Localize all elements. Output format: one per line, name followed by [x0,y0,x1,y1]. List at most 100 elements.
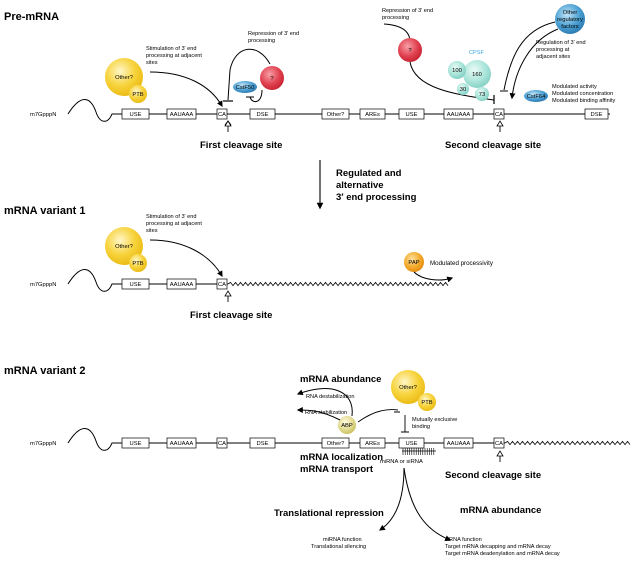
v1-stimulation-arrow [149,239,223,278]
v2-aauaaa-box-1 [166,437,197,449]
v1-pap-label: PAP [408,260,419,266]
pre-unknown-factor-2-label: ? [408,48,412,54]
v2-polya-tail [504,440,631,446]
v2-mutual-line-2: binding [412,424,430,430]
v1-use-box [121,278,150,290]
v2-translational-sub-1: miRNA function [323,537,362,543]
pre-other-regulatory-factors [555,4,585,34]
v1-ptb-label: PTB [132,261,143,267]
pre-other-factor-label: Other? [115,75,133,81]
v2-strand [67,428,505,451]
v2-destabilization-label: RNA destabilization [306,394,355,400]
pre-first-cleavage-arrowhead [224,120,232,127]
pre-regulation-line-2: processing at [536,47,570,53]
pre-cstf64-label: CstF64 [527,94,546,100]
pre-cstf50-link [249,89,263,103]
v1-first-cleavage-label: First cleavage site [190,310,272,321]
pre-ca-label-2: CA [495,112,503,118]
v1-pap-arrow [413,271,454,283]
pre-aauaaa-label-1: AAUAAA [170,112,194,118]
v1-stimulation-line-3: sites [146,228,158,234]
v2-title: mRNA variant 2 [4,365,86,377]
pre-second-cleavage-arrowhead [496,120,504,127]
v2-aauaaa-label-1: AAUAAA [170,441,194,447]
v2-translational-label: Translational repression [274,508,384,519]
v2-localization-line-2: mRNA transport [300,464,374,475]
v2-other-label: Other? [327,441,345,447]
v2-destabilization-arrow [296,388,353,417]
pre-repression1-path [227,48,271,101]
pre-aauaaa-label-2: AAUAAA [447,112,471,118]
pre-stimulation-line-2: processing at adjacent [146,53,202,59]
pre-unknown-factor-2 [398,38,422,62]
pre-ca-label-1: CA [218,112,226,118]
v2-dse-box [249,437,276,449]
pre-mrna-strand [67,99,610,122]
v2-other-box [321,437,350,449]
v1-pap-factor [404,252,424,272]
v1-polya-tail [227,281,449,287]
v1-stimulation-line-1: Stimulation of 3′ end [146,214,197,220]
v2-ares-label: AREs [365,441,380,447]
pre-stimulation-arrow [149,71,223,108]
pre-unknown-factor-1 [260,66,284,90]
v2-ares-box [359,437,386,449]
pre-cstf64-factor [524,90,548,102]
pre-cap-label: m7GpppN [30,112,56,118]
processing-line-1: Regulated and [336,168,402,179]
v2-translational-sub-2: Translational silencing [311,544,366,550]
pre-first-cleavage-label: First cleavage site [200,140,282,151]
processing-line-3: 3′ end processing [336,192,417,203]
v2-ptb-factor [418,393,436,411]
pre-use-box-1 [121,108,150,120]
pre-mrna-title: Pre-mRNA [4,11,59,23]
pre-repression2-line-1: Repression of 3′ end [382,8,433,14]
v1-aauaaa-box [166,278,197,290]
pre-aauaaa-box-1 [166,108,197,120]
v2-ca-label-2: CA [495,441,503,447]
pre-cpsf160-label: 160 [472,72,482,78]
pre-other-box [321,108,350,120]
pre-ptb-factor [129,85,147,103]
pre-dse-label-1: DSE [257,112,269,118]
pre-element-boxes: USE AAUAAA CA DSE Other? AREs USE AAUAAA… [121,108,609,120]
pre-dse-label-2: DSE [591,112,603,118]
v2-localization-line-1: mRNA localization [300,452,383,463]
pre-orf-line-3: factors [561,24,578,30]
v2-abundance-bottom-label: mRNA abundance [460,505,541,516]
v2-cap-label: m7GpppN [30,441,56,447]
v2-sirna-sub-2: Target mRNA decapping and mRNA decay [445,544,551,550]
v2-stabilization-label: RNA stabilization [305,410,347,416]
pre-cpsf73-label: 73 [479,92,485,98]
v1-ptb-factor [129,254,147,272]
mrna-variant-2-section: mRNA variant 2 m7GpppN USE AAUAAA CA DSE… [4,365,631,557]
pre-regulation-line-3: adjacent sites [536,54,570,60]
v2-ptb-label: PTB [421,400,432,406]
v1-cleavage-arrowhead [224,290,232,297]
v1-cap-label: m7GpppN [30,282,56,288]
v1-ca-box [216,278,228,290]
pre-stimulation-line-3: sites [146,60,158,66]
pre-repression1-line-2: processing [248,38,275,44]
v2-stabilization-arrow [296,407,341,421]
v2-use-label-1: USE [130,441,142,447]
pre-other-label: Other? [327,112,345,118]
v2-translational-arrow [379,467,405,531]
pre-unknown-factor-1-label: ? [270,76,274,82]
v1-strand [67,269,228,292]
pre-orf-line-1: Other [563,10,578,16]
pre-use-label-2: USE [406,112,418,118]
v2-mutual-link [357,409,399,423]
v2-abp-factor [338,416,356,434]
v2-mirna-label: miRNA or siRNA [380,459,423,465]
pre-modulated-line-2: Modulated concentration [552,91,613,97]
pre-ares-label: AREs [365,112,380,118]
pre-repression2-line-2: processing [382,15,409,21]
v1-stimulation-line-2: processing at adjacent [146,221,202,227]
pre-use-label-1: USE [130,112,142,118]
v2-second-cleavage-label: Second cleavage site [445,470,541,481]
pre-aauaaa-box-2 [443,108,474,120]
v2-use-label-2: USE [406,441,418,447]
v2-dse-label: DSE [257,441,269,447]
